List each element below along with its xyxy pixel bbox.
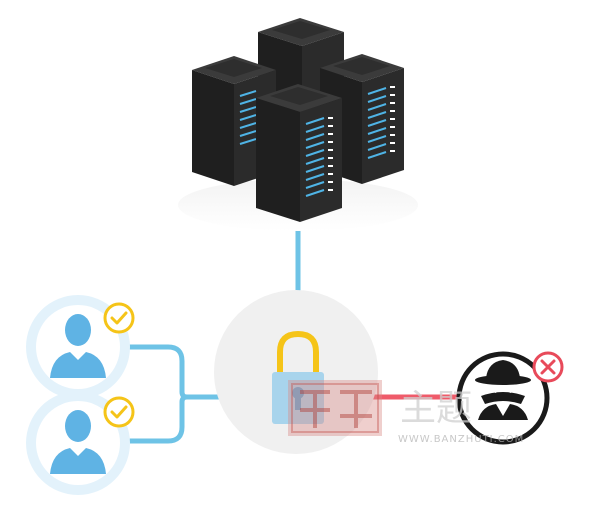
- link-user2-lock: [127, 394, 190, 444]
- watermark-logo: [288, 380, 382, 436]
- server-cluster: [178, 18, 418, 231]
- check-icon: [103, 302, 135, 334]
- cross-icon: [532, 351, 564, 383]
- user-node-2: [26, 391, 135, 495]
- server-rack-icon: [256, 84, 342, 222]
- watermark: 主题 WWW.BANZHUTI.COM: [288, 380, 524, 445]
- watermark-characters: 主题: [400, 388, 472, 429]
- hacker-node: [456, 351, 564, 445]
- user-avatar-icon: [50, 410, 106, 474]
- user-avatar-icon: [50, 314, 106, 378]
- user-node-1: [26, 295, 135, 399]
- spy-icon: [475, 360, 531, 420]
- watermark-url: WWW.BANZHUTI.COM: [398, 434, 524, 445]
- check-icon: [103, 396, 135, 428]
